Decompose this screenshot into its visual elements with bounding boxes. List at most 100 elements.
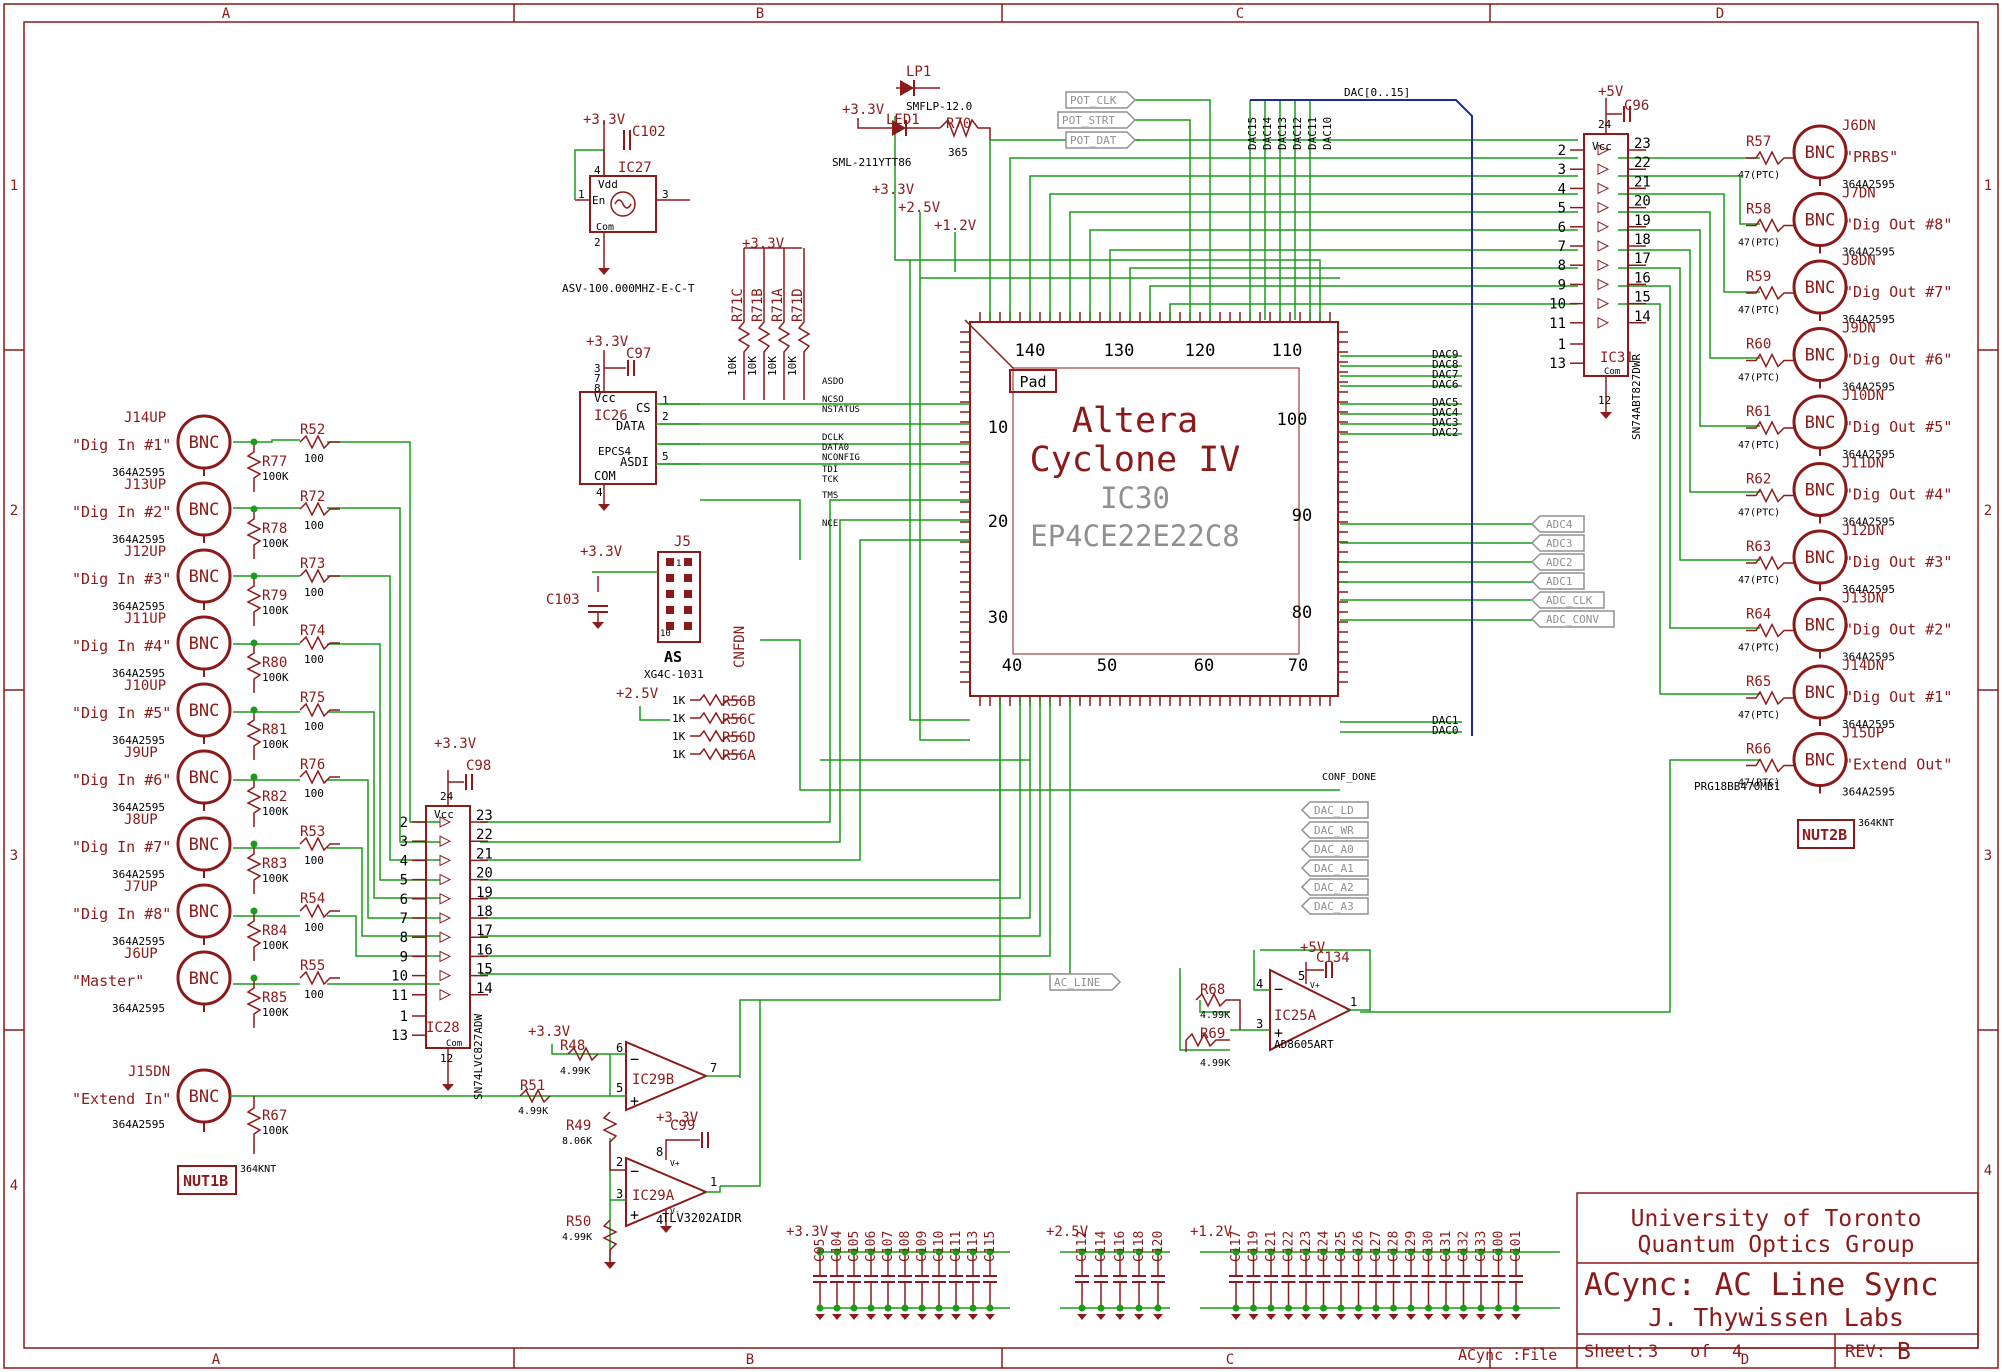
- connector-part: 364A2595: [112, 1002, 165, 1015]
- ptc-resistor: [1746, 690, 1794, 706]
- series-resistor: [299, 568, 340, 584]
- resistor-value: 47(PTC): [1738, 710, 1780, 721]
- fpga-pin-numbers: 140 130 120 110 10 100 20 90 30 80 40 50…: [988, 341, 1312, 676]
- output-label: "Dig Out #1": [1844, 688, 1952, 706]
- resistor-ref: R74: [300, 623, 325, 639]
- svg-text:8.06K: 8.06K: [562, 1136, 592, 1147]
- resistor-ref: R66: [1746, 742, 1771, 758]
- resistor-ref: R80: [262, 655, 287, 671]
- capacitor-ref: C105: [847, 1231, 862, 1262]
- series-resistor: [299, 501, 340, 517]
- capacitor-ref: C101: [1509, 1231, 1524, 1262]
- bnc-label: BNC: [1805, 211, 1836, 231]
- svg-text:DAC6: DAC6: [1432, 378, 1459, 391]
- svg-text:DAC7: DAC7: [1432, 368, 1459, 381]
- buffer-pin-number: 2: [400, 815, 408, 831]
- series-resistor: [299, 434, 340, 450]
- svg-text:R49: R49: [566, 1118, 591, 1134]
- svg-text:3: 3: [1256, 1017, 1263, 1031]
- svg-text:NUT1B: NUT1B: [183, 1172, 228, 1190]
- capacitor-ref: C131: [1439, 1231, 1454, 1262]
- resistor-value: 10K: [726, 356, 739, 376]
- sheet-label: Sheet:: [1584, 1342, 1645, 1362]
- svg-text:DAC1: DAC1: [1432, 714, 1459, 727]
- svg-text:DAC10: DAC10: [1321, 117, 1334, 150]
- connector-part: 364A2595: [1842, 786, 1895, 799]
- svg-text:+3.3V: +3.3V: [528, 1024, 571, 1040]
- resistor-value: 47(PTC): [1738, 575, 1780, 586]
- resistor-value: 10K: [746, 356, 759, 376]
- svg-text:V-: V-: [670, 1207, 680, 1216]
- resistor-value: 10K: [766, 356, 779, 376]
- bnc-label: BNC: [1805, 481, 1836, 501]
- capacitor-ref: C104: [830, 1231, 845, 1262]
- svg-text:120: 120: [1185, 341, 1216, 361]
- output-bnc-column: BNCR5747(PTC)J6DN"PRBS"364A2595BNCR5847(…: [1738, 118, 1952, 799]
- svg-text:R67: R67: [262, 1108, 287, 1124]
- output-label: "Dig Out #5": [1844, 418, 1952, 436]
- opamp-ic25a: +5V C134 IC25A AD8605ART R68 4.99K R69 4…: [1185, 940, 1370, 1069]
- bnc-label: BNC: [189, 567, 220, 587]
- sheet-frame: [3, 3, 1999, 1369]
- row-label-left: 2: [10, 503, 18, 519]
- capacitor-ref: C106: [864, 1231, 879, 1262]
- bnc-label: BNC: [189, 433, 220, 453]
- svg-text:+3.3V: +3.3V: [583, 112, 626, 128]
- buffer-pin-number: 1: [400, 1009, 408, 1025]
- connector-ref: J6DN: [1842, 118, 1876, 134]
- svg-text:Vdd: Vdd: [598, 178, 618, 191]
- svg-text:DAC5: DAC5: [1432, 396, 1459, 409]
- capacitor-ref: C111: [949, 1231, 964, 1262]
- output-label: "PRBS": [1844, 148, 1898, 166]
- buffer-pin-number: 7: [400, 911, 408, 927]
- svg-text:IC29A: IC29A: [632, 1188, 675, 1204]
- connector-ref: J11DN: [1842, 456, 1884, 472]
- capacitor-ref: C128: [1387, 1231, 1402, 1262]
- svg-text:"Extend In": "Extend In": [72, 1090, 171, 1108]
- svg-text:NUT2B: NUT2B: [1802, 826, 1847, 844]
- resistor-ref: R73: [300, 556, 325, 572]
- buffer-pin-number: 20: [476, 866, 493, 882]
- svg-text:ASDI: ASDI: [620, 455, 649, 469]
- svg-text:Com: Com: [446, 1039, 462, 1049]
- svg-text:4: 4: [656, 1213, 663, 1227]
- svg-text:8: 8: [656, 1145, 663, 1159]
- svg-text:LED1: LED1: [886, 112, 920, 128]
- svg-text:TDI: TDI: [822, 465, 838, 475]
- resistor-value: 100: [304, 586, 324, 599]
- svg-text:NCONFIG: NCONFIG: [822, 453, 860, 463]
- buffer-pin-number: 17: [476, 923, 493, 939]
- svg-text:70: 70: [1288, 656, 1308, 676]
- svg-text:364KNT: 364KNT: [1858, 818, 1894, 829]
- series-resistor: [299, 903, 340, 919]
- svg-text:POT_STRT: POT_STRT: [1062, 114, 1115, 127]
- connector-ref: J6UP: [124, 946, 158, 962]
- svg-text:ADC3: ADC3: [1546, 537, 1573, 550]
- svg-text:POT_DAT: POT_DAT: [1070, 134, 1117, 147]
- row-label-left: 3: [10, 848, 18, 864]
- col-label-bottom: A: [212, 1352, 221, 1368]
- svg-text:364A2595: 364A2595: [112, 1118, 165, 1131]
- svg-text:2: 2: [662, 410, 669, 423]
- capacitor-ref: C100: [1492, 1231, 1507, 1262]
- buffer-pin-number: 1: [1558, 337, 1566, 353]
- buffer-pin-number: 10: [1549, 297, 1566, 313]
- bnc-label: BNC: [189, 902, 220, 922]
- buffer-pin-number: 22: [1634, 155, 1651, 171]
- col-label-top: D: [1716, 6, 1724, 22]
- resistor-value: 10K: [786, 356, 799, 376]
- resistor-ref: R76: [300, 757, 325, 773]
- svg-text:AC_LINE: AC_LINE: [1054, 976, 1100, 989]
- resistor-ref: R64: [1746, 607, 1771, 623]
- output-label: "Dig Out #7": [1844, 283, 1952, 301]
- capacitor-ref: C133: [1474, 1231, 1489, 1262]
- svg-text:R48: R48: [560, 1038, 585, 1054]
- svg-text:NCE: NCE: [822, 519, 838, 529]
- resistor-value: 100K: [262, 1006, 289, 1019]
- output-label: "Dig Out #6": [1844, 351, 1952, 369]
- header-pin: [684, 590, 692, 598]
- buffer-pin-number: 6: [400, 892, 408, 908]
- svg-text:ASDO: ASDO: [822, 377, 844, 387]
